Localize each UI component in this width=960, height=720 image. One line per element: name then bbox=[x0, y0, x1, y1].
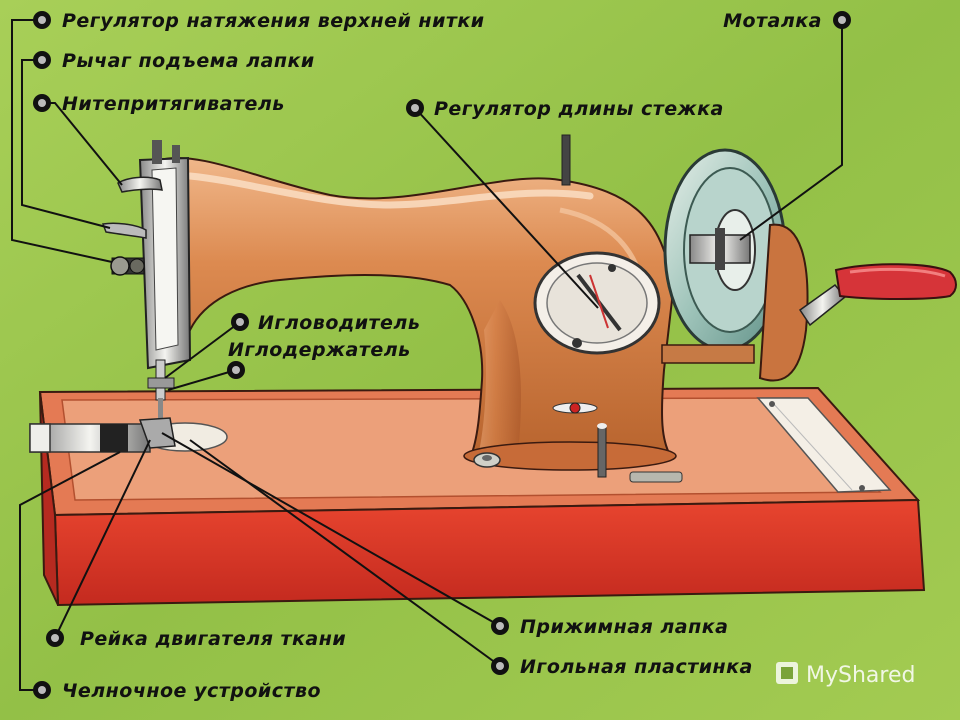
label-needle-bar: Игловодитель bbox=[258, 312, 420, 334]
stitch-length-dial bbox=[533, 251, 661, 355]
dot-presser-lever bbox=[33, 51, 51, 69]
label-upper-thread-tension: Регулятор натяжения верхней нитки bbox=[62, 10, 485, 32]
label-needle-holder: Иглодержатель bbox=[228, 339, 411, 361]
hand-wheel bbox=[661, 148, 787, 364]
label-needle-plate: Игольная пластинка bbox=[520, 656, 753, 678]
crank-handle bbox=[758, 223, 957, 382]
callout-dots bbox=[33, 11, 851, 699]
dot-stitch-length bbox=[406, 99, 424, 117]
watermark: MyShared bbox=[776, 662, 915, 688]
spool-pin bbox=[561, 134, 571, 186]
dot-winder bbox=[833, 11, 851, 29]
leader-lines bbox=[11, 19, 843, 691]
callout-labels: Регулятор натяжения верхней нитки Моталк… bbox=[62, 10, 822, 702]
dot-needle-bar bbox=[231, 313, 249, 331]
dot-shuttle bbox=[33, 681, 51, 699]
dot-feed-dog bbox=[46, 629, 64, 647]
label-stitch-length: Регулятор длины стежка bbox=[434, 98, 724, 120]
label-presser-foot: Прижимная лапка bbox=[520, 616, 728, 638]
label-winder: Моталка bbox=[723, 10, 822, 32]
shuttle-cover bbox=[29, 423, 151, 453]
label-feed-dog: Рейка двигателя ткани bbox=[80, 628, 346, 650]
base-pin bbox=[597, 423, 607, 478]
machine-arm bbox=[158, 157, 677, 471]
label-presser-lever: Рычаг подъема лапки bbox=[62, 50, 315, 72]
watermark-text: MyShared bbox=[806, 663, 915, 688]
dot-presser-foot bbox=[491, 617, 509, 635]
dot-upper-thread-tension bbox=[33, 11, 51, 29]
machine-head bbox=[101, 140, 192, 449]
dot-needle-holder bbox=[227, 361, 245, 379]
dot-take-up-lever bbox=[33, 94, 51, 112]
watermark-logo-icon bbox=[776, 662, 798, 684]
base-bobbin bbox=[473, 452, 501, 468]
label-take-up-lever: Нитепритягиватель bbox=[62, 93, 285, 115]
base-screw bbox=[629, 471, 683, 483]
label-shuttle: Челночное устройство bbox=[62, 680, 321, 702]
dot-needle-plate bbox=[491, 657, 509, 675]
